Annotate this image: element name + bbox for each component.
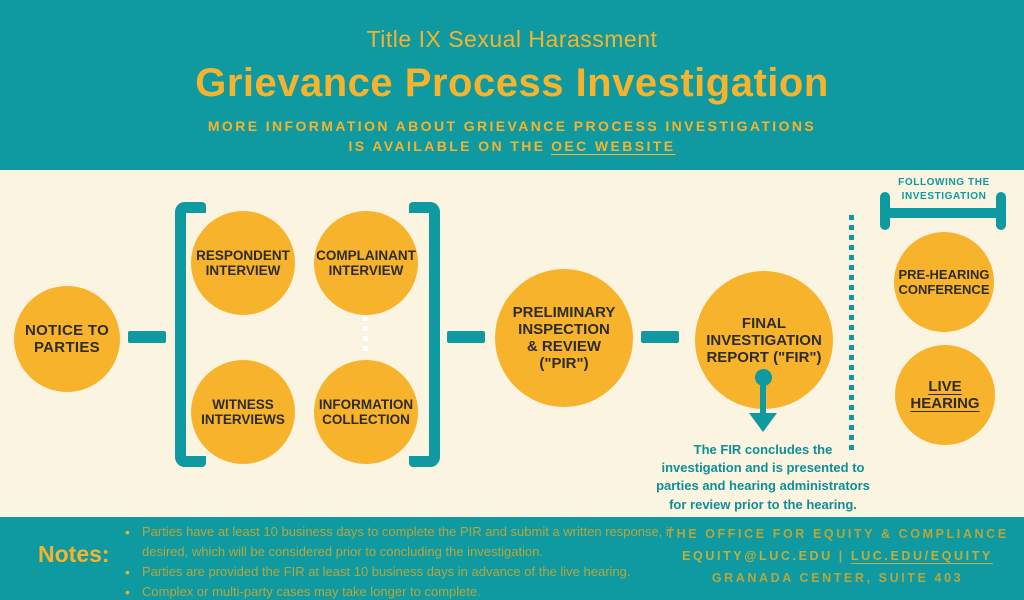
fir-caption: The FIR concludes the investigation and … xyxy=(656,442,870,512)
down-arrow-head xyxy=(749,413,777,432)
subtitle-line2-prefix: IS AVAILABLE ON THE xyxy=(348,138,546,155)
office-contact-line: EQUITY@LUC.EDU | LUC.EDU/EQUITY xyxy=(660,546,1015,568)
subtitle-line1: MORE INFORMATION ABOUT GRIEVANCE PROCESS… xyxy=(207,118,817,134)
separator: | xyxy=(838,548,845,563)
office-name: THE OFFICE FOR EQUITY & COMPLIANCE xyxy=(666,527,1009,541)
note-item: Parties are provided the FIR at least 10… xyxy=(125,562,677,584)
step-pre-hearing-conference: PRE-HEARING CONFERENCE xyxy=(894,232,994,332)
header-eyebrow: Title IX Sexual Harassment xyxy=(366,26,658,52)
following-bracket-bar xyxy=(884,208,1002,218)
step-preliminary-inspection-review: PRELIMINARY INSPECTION & REVIEW ("PIR") xyxy=(495,269,633,407)
following-bracket-cap-left xyxy=(880,192,890,230)
following-bracket-cap-right xyxy=(996,192,1006,230)
step-witness-interviews: WITNESS INTERVIEWS xyxy=(191,360,295,464)
flowchart-stage: NOTICE TO PARTIES RESPONDENT INTERVIEW C… xyxy=(0,170,1024,517)
header-banner: Title IX Sexual Harassment Grievance Pro… xyxy=(0,0,1024,170)
teal-dotted-divider xyxy=(849,215,854,455)
email-link[interactable]: EQUITY@LUC.EDU xyxy=(682,548,833,563)
down-arrow-line xyxy=(760,377,766,417)
connector-dash-3 xyxy=(641,331,679,343)
following-investigation-label: FOLLOWING THE INVESTIGATION xyxy=(898,177,990,202)
step-complainant-interview: COMPLAINANT INTERVIEW xyxy=(314,211,418,315)
footer-banner: Notes: Parties have at least 10 business… xyxy=(0,517,1024,600)
subtitle-line2: IS AVAILABLE ON THE OEC WEBSITE xyxy=(0,136,1024,156)
page-title: Grievance Process Investigation xyxy=(195,61,829,105)
step-respondent-interview: RESPONDENT INTERVIEW xyxy=(191,211,295,315)
step-final-investigation-report: FINAL INVESTIGATION REPORT ("FIR") xyxy=(695,271,833,409)
live-hearing-label: LIVE HEARING xyxy=(910,378,980,412)
step-live-hearing: LIVE HEARING xyxy=(895,345,995,445)
step-information-collection: INFORMATION COLLECTION xyxy=(314,360,418,464)
notes-list: Parties have at least 10 business days t… xyxy=(125,522,677,600)
connector-dash-2 xyxy=(447,331,485,343)
step-notice-to-parties: NOTICE TO PARTIES xyxy=(14,286,120,392)
equity-website-link[interactable]: LUC.EDU/EQUITY xyxy=(850,548,993,563)
notes-label: Notes: xyxy=(38,541,110,567)
office-address: GRANADA CENTER, SUITE 403 xyxy=(711,570,964,585)
header-subtitle: MORE INFORMATION ABOUT GRIEVANCE PROCESS… xyxy=(0,116,1024,157)
office-contact-block: THE OFFICE FOR EQUITY & COMPLIANCE EQUIT… xyxy=(660,524,1015,590)
note-item: Parties have at least 10 business days t… xyxy=(125,522,677,562)
bracket-right xyxy=(409,202,440,467)
oec-website-link[interactable]: OEC WEBSITE xyxy=(551,138,676,155)
bracket-left xyxy=(175,202,206,467)
note-item: Complex or multi-party cases may take lo… xyxy=(125,582,677,600)
connector-dash-1 xyxy=(128,331,166,343)
white-dotted-divider xyxy=(363,316,368,354)
